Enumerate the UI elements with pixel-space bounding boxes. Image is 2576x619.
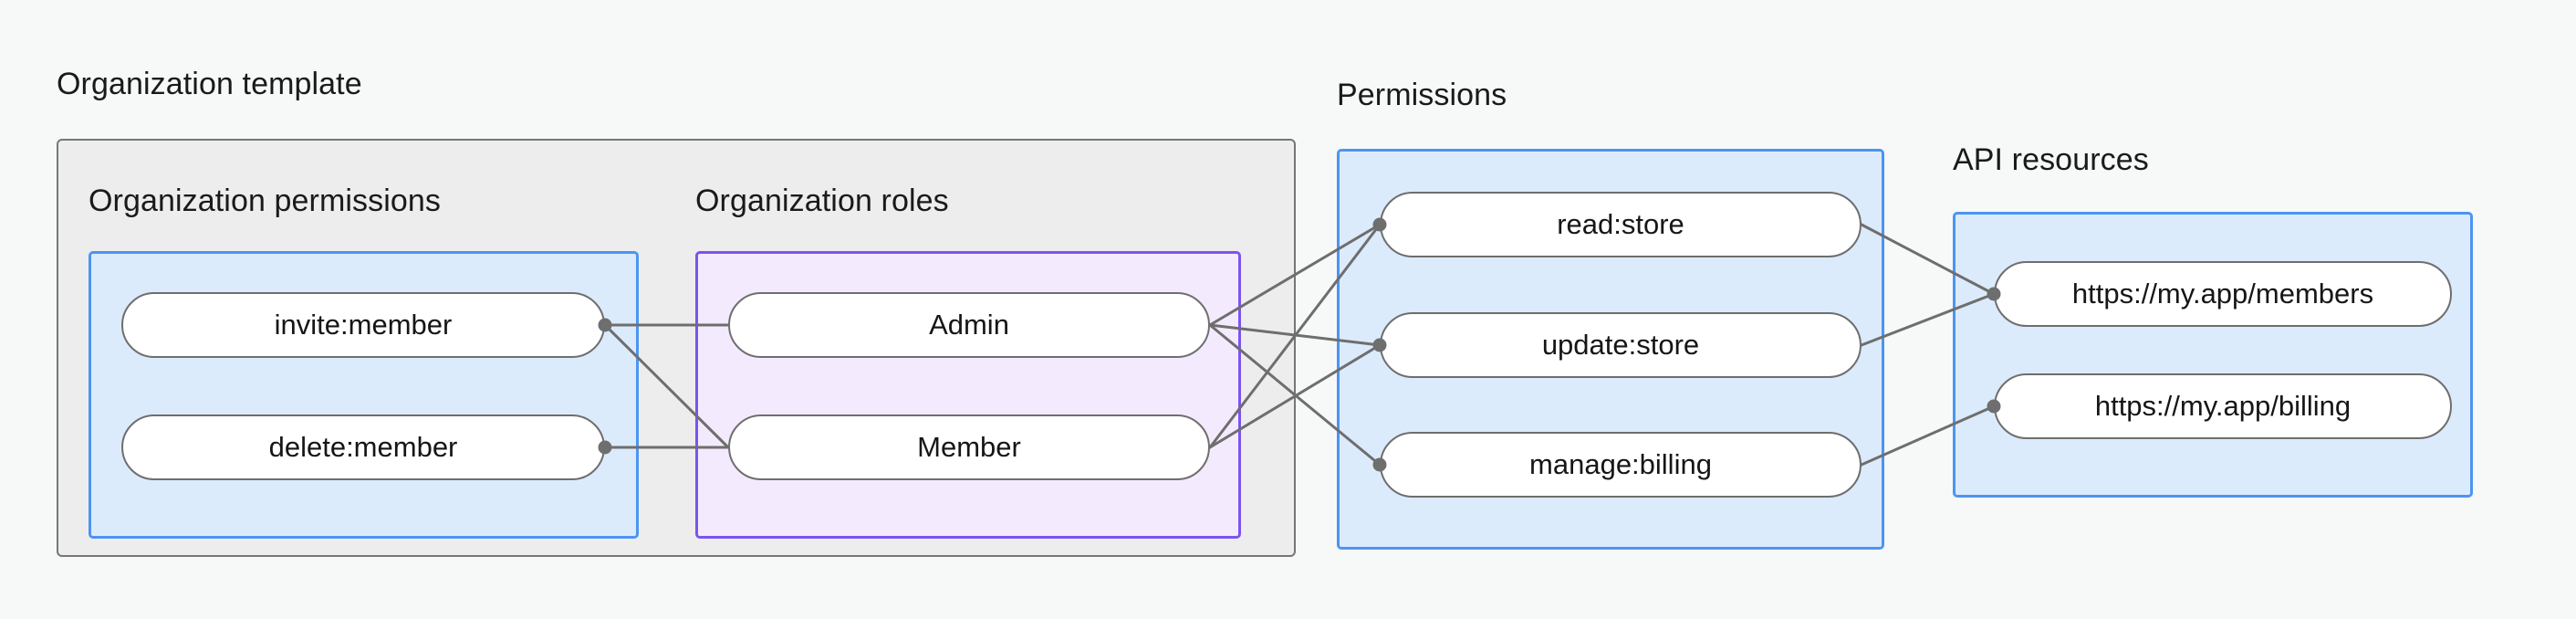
port-read-store-in [1372, 217, 1387, 232]
organization-roles-title: Organization roles [695, 184, 949, 218]
node-read-store[interactable]: read:store [1380, 192, 1862, 257]
organization-permissions-title: Organization permissions [89, 184, 442, 218]
api-resources-title: API resources [1953, 142, 2149, 177]
node-admin[interactable]: Admin [728, 292, 1210, 358]
permissions-title: Permissions [1337, 78, 1507, 112]
node-update-store[interactable]: update:store [1380, 312, 1862, 378]
port-invite-member-out [598, 318, 612, 332]
organization-template-title: Organization template [57, 67, 362, 101]
port-billing-url-in [1987, 399, 2001, 414]
node-billing-url[interactable]: https://my.app/billing [1994, 373, 2452, 439]
port-delete-member-out [598, 440, 612, 455]
node-member[interactable]: Member [728, 414, 1210, 480]
node-invite-member[interactable]: invite:member [121, 292, 605, 358]
port-manage-billing-in [1372, 457, 1387, 472]
node-manage-billing[interactable]: manage:billing [1380, 432, 1862, 498]
port-members-url-in [1987, 287, 2001, 301]
node-members-url[interactable]: https://my.app/members [1994, 261, 2452, 327]
api-resources-group [1953, 212, 2473, 498]
port-update-store-in [1372, 338, 1387, 352]
node-delete-member[interactable]: delete:member [121, 414, 605, 480]
